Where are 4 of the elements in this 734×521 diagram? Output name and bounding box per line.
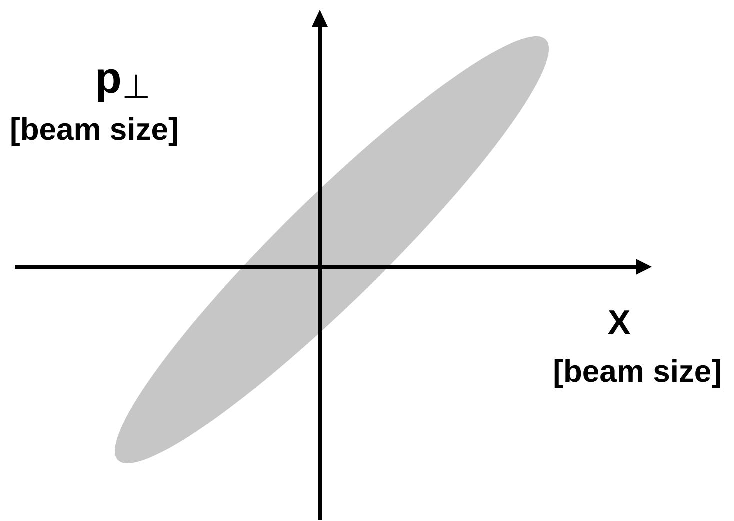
axis-label: [beam size]: [10, 113, 179, 148]
axis-label: X: [608, 305, 631, 342]
axis-label: p$_{⊥}$: [95, 55, 151, 106]
axis-label: [beam size]: [553, 355, 722, 390]
